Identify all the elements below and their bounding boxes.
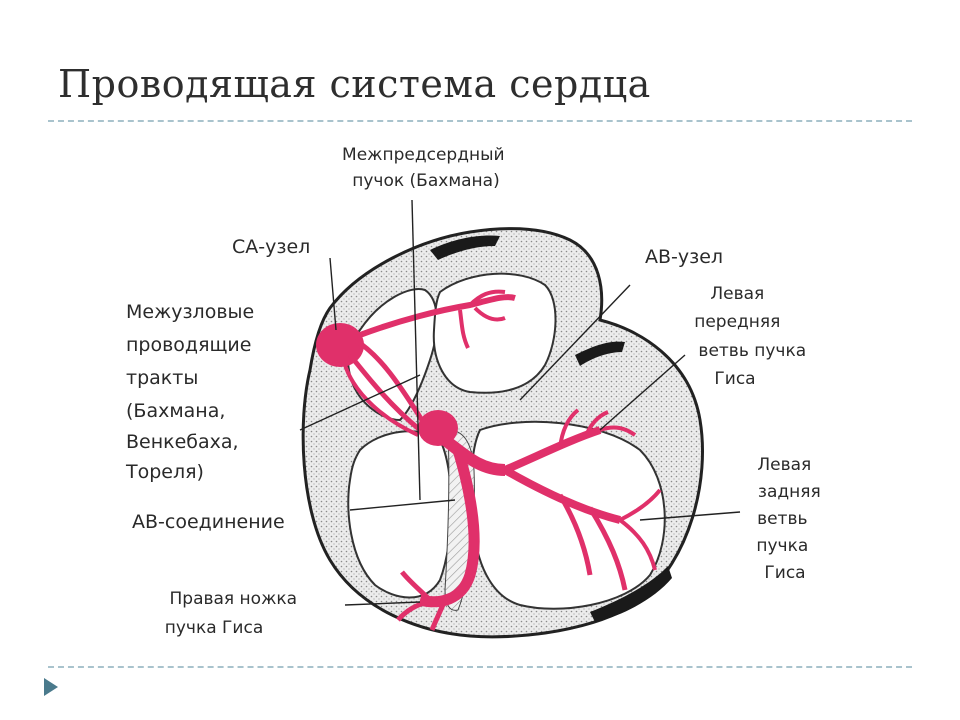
label-left-posterior-line-3: ветвь <box>757 509 807 529</box>
label-interatrial-line-1: Межпредсердный <box>342 145 505 165</box>
label-sa-node-line-1: СА-узел <box>232 236 310 258</box>
label-left-posterior-line-2: задняя <box>758 482 821 502</box>
label-internodal-line-1: Межузловые <box>126 301 254 323</box>
label-interatrial-bundle: Межпредсердный пучок (Бахмана) <box>342 145 510 191</box>
label-internodal-line-2: проводящие <box>126 334 251 356</box>
footer-divider <box>48 666 912 668</box>
label-internodal-tracts: Межузловые проводящие тракты (Бахмана, В… <box>125 301 260 483</box>
label-internodal-line-3: тракты <box>126 367 198 389</box>
label-left-anterior-branch: Левая передняя ветвь пучка Гиса <box>694 284 811 389</box>
label-interatrial-line-2: пучок (Бахмана) <box>352 171 499 191</box>
label-av-node: АВ-узел <box>645 246 723 268</box>
label-right-branch-line-1: Правая ножка <box>170 589 298 609</box>
label-left-anterior-line-4: Гиса <box>714 369 755 389</box>
label-left-posterior-branch: Левая задняя ветвь пучка Гиса <box>756 455 826 583</box>
left-ventricle-cavity <box>472 422 665 609</box>
label-left-anterior-line-2: передняя <box>694 312 780 332</box>
label-left-posterior-line-4: пучка <box>756 536 808 556</box>
label-av-junction-line-1: АВ-соединение <box>132 511 285 533</box>
next-slide-arrow-icon[interactable] <box>44 678 58 696</box>
label-left-anterior-line-1: Левая <box>710 284 764 304</box>
label-sa-node: СА-узел <box>232 236 310 258</box>
label-av-junction: АВ-соединение <box>132 511 285 533</box>
label-right-bundle-branch: Правая ножка пучка Гиса <box>165 589 303 638</box>
label-left-posterior-line-1: Левая <box>757 455 811 475</box>
label-internodal-line-4: (Бахмана, <box>126 400 225 422</box>
label-internodal-line-6: Тореля) <box>125 461 204 483</box>
label-internodal-line-5: Венкебаха, <box>126 431 239 453</box>
label-right-branch-line-2: пучка Гиса <box>165 618 264 638</box>
label-left-posterior-line-5: Гиса <box>764 563 805 583</box>
label-left-anterior-line-3: ветвь пучка <box>698 341 806 361</box>
label-av-node-line-1: АВ-узел <box>645 246 723 268</box>
